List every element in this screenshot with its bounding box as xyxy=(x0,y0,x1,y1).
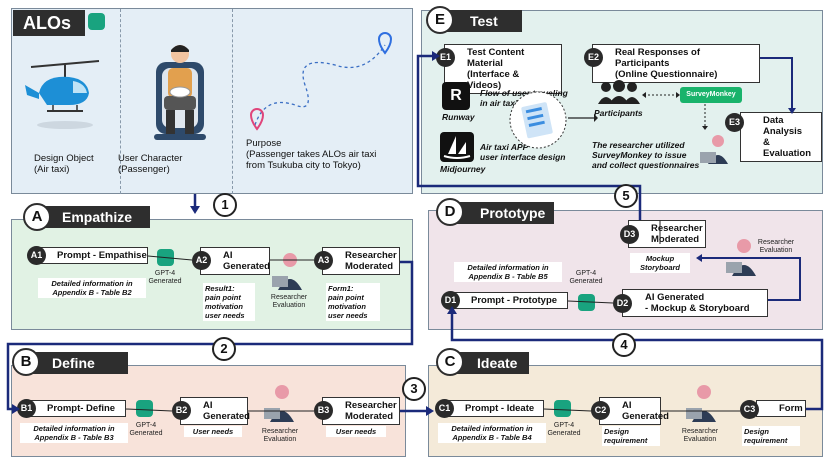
gpt-caption-b: GPT-4 Generated xyxy=(129,422,163,437)
runway-logo-icon: R xyxy=(442,82,470,110)
section-d-badge: D xyxy=(436,198,464,226)
midjourney-logo-icon xyxy=(440,132,474,162)
note-a3: Form1: pain point motivation user needs xyxy=(326,283,380,321)
badge-b2: B2 xyxy=(172,401,191,420)
researcher-laptop-icon-e xyxy=(700,135,728,164)
badge-d3: D3 xyxy=(620,225,639,244)
alos-design-object: Design Object (Air taxi) xyxy=(34,153,94,175)
step-e3: Data Analysis & Evaluation xyxy=(740,112,822,162)
note-a1: Detailed information in Appendix B - Tab… xyxy=(38,278,146,298)
gpt-icon-b xyxy=(136,400,153,417)
alos-title: ALOs xyxy=(13,10,85,36)
note-c1: Detailed information in Appendix B - Tab… xyxy=(438,423,546,443)
badge-d2: D2 xyxy=(613,294,632,313)
flow-number-1: 1 xyxy=(213,193,237,217)
note-d3: Mockup Storyboard xyxy=(630,253,690,273)
flow-number-4: 4 xyxy=(612,333,636,357)
gpt-icon-d xyxy=(578,294,595,311)
flow-number-5: 5 xyxy=(614,184,638,208)
step-b3: Researcher Moderated xyxy=(322,397,400,425)
gpt-icon-c xyxy=(554,400,571,417)
researcher-icon-c xyxy=(686,385,716,422)
note-c3: Design requirement xyxy=(742,426,800,446)
section-a-badge: A xyxy=(23,203,51,231)
route-icon xyxy=(249,32,393,131)
badge-c1: C1 xyxy=(435,399,454,418)
badge-a3: A3 xyxy=(314,251,333,270)
alos-divider-2 xyxy=(232,9,233,194)
section-b-badge: B xyxy=(12,348,40,376)
helicopter-icon xyxy=(25,60,100,129)
section-e-title: Test xyxy=(442,10,522,32)
step-d2: AI Generated - Mockup & Storyboard xyxy=(622,289,768,317)
midjourney-label: Midjourney xyxy=(440,164,486,174)
step-e2: Real Responses of Participants (Online Q… xyxy=(592,44,760,83)
passenger-icon xyxy=(154,45,206,140)
step-a2: AI Generated xyxy=(200,247,270,275)
note-b2: User needs xyxy=(184,426,242,437)
flow-text: Flow of user traveling in air taxi xyxy=(480,88,568,108)
chatgpt-icon xyxy=(88,13,105,30)
alos-user-character: User Character (Passenger) xyxy=(118,153,183,175)
gpt-caption-c: GPT-4 Generated xyxy=(547,422,581,437)
badge-e2: E2 xyxy=(584,48,603,67)
alos-divider-1 xyxy=(120,9,121,194)
researcher-caption-a: Researcher Evaluation xyxy=(270,294,308,309)
section-d-title: Prototype xyxy=(452,202,554,224)
section-c-title: Ideate xyxy=(449,352,529,374)
flow-number-3: 3 xyxy=(402,377,426,401)
alos-purpose: Purpose (Passenger takes ALOs air taxi f… xyxy=(246,138,377,171)
app-text: Air taxi APP user interface design xyxy=(480,142,566,162)
researcher-icon-d xyxy=(726,239,756,276)
researcher-text: The researcher utilized SurveyMonkey to … xyxy=(592,140,700,170)
note-b1: Detailed information in Appendix B - Tab… xyxy=(20,423,128,443)
gpt-caption-a: GPT-4 Generated xyxy=(148,270,182,285)
badge-e3: E3 xyxy=(725,113,744,132)
section-e-badge: E xyxy=(426,6,454,34)
section-a-title: Empathize xyxy=(34,206,150,228)
runway-label: Runway xyxy=(442,112,475,122)
test-material-circle xyxy=(509,91,567,149)
arrow-survey-researcher xyxy=(702,104,708,130)
badge-e1: E1 xyxy=(436,48,455,67)
badge-c3: C3 xyxy=(740,400,759,419)
note-a2: Result1: pain point motivation user need… xyxy=(203,283,255,321)
participants-label: Participants xyxy=(594,108,643,118)
section-c-badge: C xyxy=(436,348,464,376)
badge-b3: B3 xyxy=(314,401,333,420)
step-b2: AI Generated xyxy=(180,397,250,425)
note-d1: Detailed information in Appendix B - Tab… xyxy=(454,262,562,282)
researcher-caption-c: Researcher Evaluation xyxy=(681,428,719,443)
badge-c2: C2 xyxy=(591,401,610,420)
researcher-icon-b xyxy=(264,385,294,422)
arrow-e1-e2 xyxy=(568,114,598,122)
participants-icon xyxy=(598,80,640,104)
step-b1: Prompt- Define xyxy=(24,400,126,417)
section-b-title: Define xyxy=(24,352,128,374)
note-c2: Design requirement xyxy=(602,426,660,446)
researcher-caption-d: Researcher Evaluation xyxy=(757,239,795,254)
flow-number-2: 2 xyxy=(212,337,236,361)
note-b3: User needs xyxy=(326,426,386,437)
badge-a1: A1 xyxy=(27,246,46,265)
badge-d1: D1 xyxy=(441,291,460,310)
badge-b1: B1 xyxy=(17,399,36,418)
arrow-e2-e3 xyxy=(760,57,796,114)
gpt-caption-d: GPT-4 Generated xyxy=(569,270,603,285)
step-c1: Prompt - Ideate xyxy=(442,400,544,417)
badge-a2: A2 xyxy=(192,251,211,270)
researcher-caption-b: Researcher Evaluation xyxy=(261,428,299,443)
arrow-participants-survey xyxy=(642,92,680,98)
step-d3: Researcher Moderated xyxy=(628,220,706,248)
surveymonkey-logo: SurveyMonkey xyxy=(680,87,742,103)
